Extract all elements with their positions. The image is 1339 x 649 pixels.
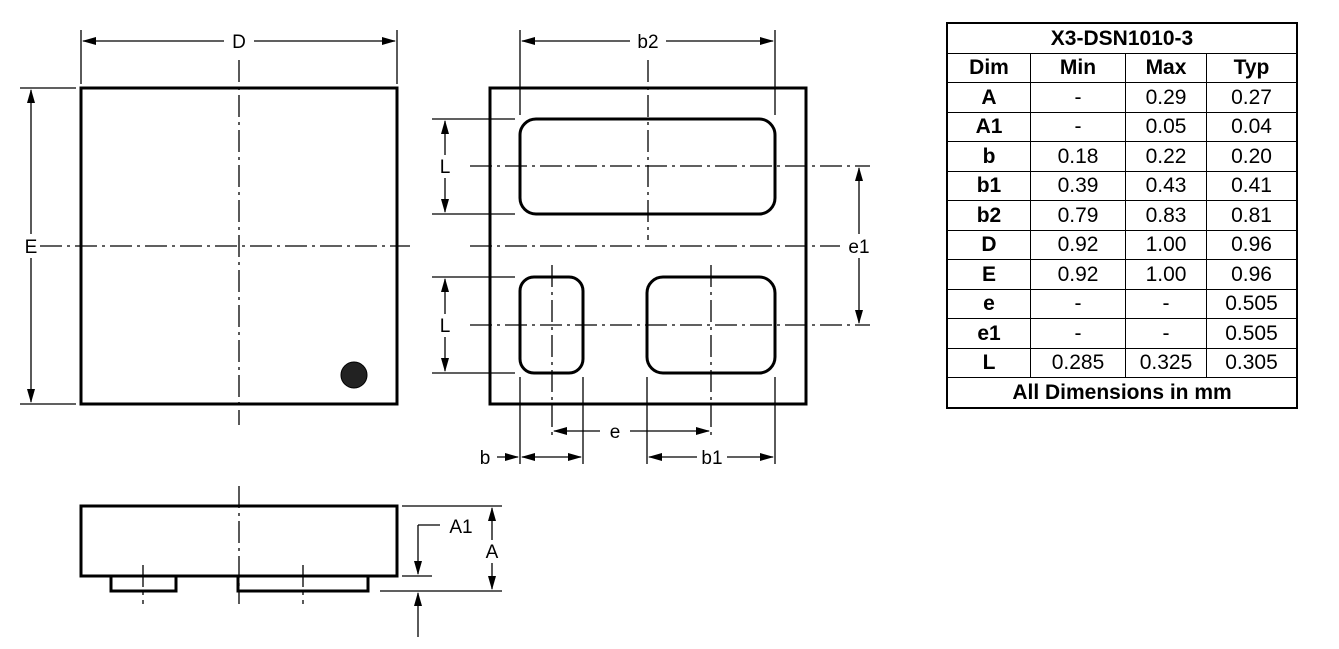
cell-typ: 0.27 — [1206, 82, 1298, 113]
b2-label: b2 — [637, 32, 658, 53]
a-label: A — [486, 542, 499, 563]
cell-max: - — [1125, 288, 1207, 319]
cell-typ: 0.20 — [1206, 141, 1298, 172]
table-row: b1 0.39 0.43 0.41 — [946, 170, 1298, 201]
cell-dim: A1 — [946, 111, 1031, 142]
top-view: D E — [20, 30, 410, 425]
header-min: Min — [1030, 52, 1126, 83]
dimensions-table: X3-DSN1010-3 Dim Min Max Typ A - 0.29 0.… — [946, 22, 1298, 409]
header-max: Max — [1125, 52, 1207, 83]
cell-typ: 0.41 — [1206, 170, 1298, 201]
cell-min: 0.285 — [1030, 347, 1126, 378]
cell-min: 0.92 — [1030, 259, 1126, 290]
table-row: e - - 0.505 — [946, 288, 1298, 319]
cell-dim: E — [946, 259, 1031, 290]
table-header-row: Dim Min Max Typ — [946, 52, 1298, 83]
cell-dim: b2 — [946, 200, 1031, 231]
pin1-marker — [340, 361, 368, 389]
l-bottom-label: L — [440, 316, 451, 337]
cell-dim: D — [946, 229, 1031, 260]
table-row: L 0.285 0.325 0.305 — [946, 347, 1298, 378]
cell-typ: 0.96 — [1206, 229, 1298, 260]
cell-max: - — [1125, 318, 1207, 349]
side-view: A A1 — [79, 486, 502, 637]
cell-dim: b1 — [946, 170, 1031, 201]
cell-dim: b — [946, 141, 1031, 172]
cell-typ: 0.81 — [1206, 200, 1298, 231]
e-pitch-label: e — [610, 422, 621, 443]
cell-min: - — [1030, 318, 1126, 349]
table-row: D 0.92 1.00 0.96 — [946, 229, 1298, 260]
b-label: b — [480, 448, 491, 469]
cell-max: 1.00 — [1125, 229, 1207, 260]
e1-label: e1 — [848, 237, 869, 258]
l-top-label: L — [440, 157, 451, 178]
table-footer: All Dimensions in mm — [946, 377, 1298, 408]
cell-typ: 0.505 — [1206, 288, 1298, 319]
e-label: E — [25, 237, 38, 258]
cell-min: 0.92 — [1030, 229, 1126, 260]
table-title-row: X3-DSN1010-3 — [946, 22, 1298, 54]
cell-typ: 0.305 — [1206, 347, 1298, 378]
table-row: A1 - 0.05 0.04 — [946, 111, 1298, 142]
cell-dim: e1 — [946, 318, 1031, 349]
cell-max: 1.00 — [1125, 259, 1207, 290]
cell-typ: 0.96 — [1206, 259, 1298, 290]
cell-min: - — [1030, 288, 1126, 319]
cell-max: 0.43 — [1125, 170, 1207, 201]
cell-max: 0.29 — [1125, 82, 1207, 113]
table-title: X3-DSN1010-3 — [946, 22, 1298, 54]
header-dim: Dim — [946, 52, 1031, 83]
cell-min: - — [1030, 82, 1126, 113]
cell-max: 0.05 — [1125, 111, 1207, 142]
b1-label: b1 — [701, 448, 722, 469]
table-row: A - 0.29 0.27 — [946, 82, 1298, 113]
table-row: b 0.18 0.22 0.20 — [946, 141, 1298, 172]
package-drawing: D E b2 L L — [20, 30, 870, 637]
cell-max: 0.325 — [1125, 347, 1207, 378]
cell-min: 0.79 — [1030, 200, 1126, 231]
cell-max: 0.83 — [1125, 200, 1207, 231]
cell-dim: L — [946, 347, 1031, 378]
d-label: D — [232, 32, 246, 53]
bottom-view: b2 L L e1 e b b1 — [432, 30, 870, 469]
cell-typ: 0.04 — [1206, 111, 1298, 142]
cell-min: - — [1030, 111, 1126, 142]
table-row: b2 0.79 0.83 0.81 — [946, 200, 1298, 231]
cell-min: 0.39 — [1030, 170, 1126, 201]
a1-label: A1 — [449, 517, 472, 538]
cell-typ: 0.505 — [1206, 318, 1298, 349]
cell-dim: A — [946, 82, 1031, 113]
cell-dim: e — [946, 288, 1031, 319]
cell-min: 0.18 — [1030, 141, 1126, 172]
table-row: E 0.92 1.00 0.96 — [946, 259, 1298, 290]
header-typ: Typ — [1206, 52, 1298, 83]
table-row: e1 - - 0.505 — [946, 318, 1298, 349]
table-footer-row: All Dimensions in mm — [946, 377, 1298, 408]
cell-max: 0.22 — [1125, 141, 1207, 172]
